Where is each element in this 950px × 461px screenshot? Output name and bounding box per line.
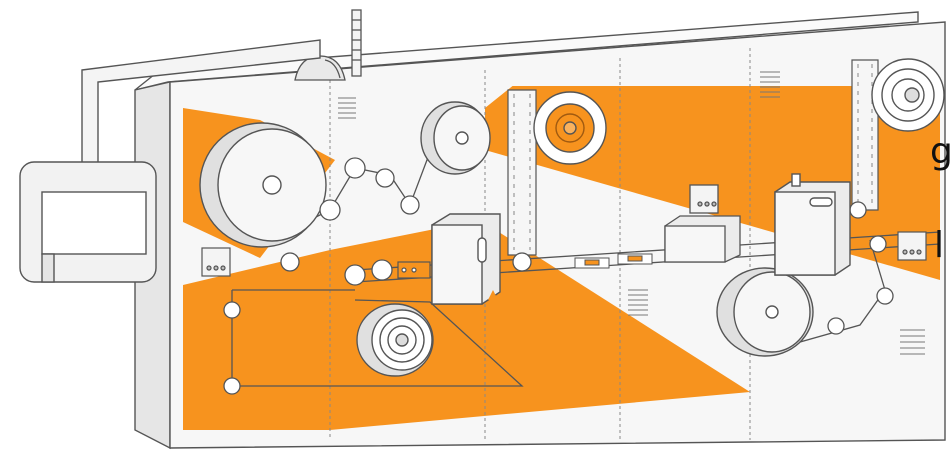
- rewind-roll: [420, 101, 491, 175]
- waste-roll-right: [716, 267, 814, 357]
- idler-roller: [371, 259, 393, 281]
- cropped-text-bottom: l: [934, 225, 945, 266]
- vent-grille-top-left: [338, 97, 356, 119]
- idler-roller: [869, 235, 887, 253]
- signal-tower: [351, 9, 362, 77]
- idler-roller: [223, 301, 241, 319]
- idler-roller: [375, 168, 395, 188]
- idler-roller: [344, 157, 366, 179]
- carrier-web-roll: [871, 58, 945, 132]
- rolls: [199, 58, 945, 377]
- inspection-station: [664, 184, 741, 263]
- label-roll-lower: [356, 303, 434, 377]
- idler-rollers: [223, 157, 894, 395]
- unwind-roll: [199, 122, 327, 248]
- orange-material-roll: [533, 91, 607, 165]
- idler-roller: [400, 195, 420, 215]
- idler-roller: [849, 201, 867, 219]
- idler-roller: [280, 252, 300, 272]
- processing-unit-right: [774, 173, 851, 276]
- vent-grilles: [338, 71, 925, 355]
- idler-roller: [512, 252, 532, 272]
- idler-roller: [827, 317, 845, 335]
- idler-roller: [344, 264, 366, 286]
- vent-grille-bottom-right: [900, 329, 925, 355]
- idler-roller: [223, 377, 241, 395]
- carrier-web-vertical: [507, 89, 537, 256]
- io-boxes: [201, 231, 927, 277]
- cropped-text-top: g: [930, 131, 950, 172]
- processing-unit-center: [431, 213, 501, 305]
- control-panel-monitor: [19, 161, 157, 283]
- io-box-left: [201, 247, 231, 277]
- web-left-lower-belt: [231, 289, 524, 387]
- idler-roller: [319, 199, 341, 221]
- dispenser-table: [397, 261, 431, 279]
- labels-on-web: [574, 253, 653, 269]
- io-box-right: [897, 231, 927, 261]
- idler-roller: [876, 287, 894, 305]
- orange-panel-lower-left: [183, 250, 330, 430]
- vent-grille-top-right: [760, 71, 780, 98]
- vent-grille-middle: [628, 289, 648, 316]
